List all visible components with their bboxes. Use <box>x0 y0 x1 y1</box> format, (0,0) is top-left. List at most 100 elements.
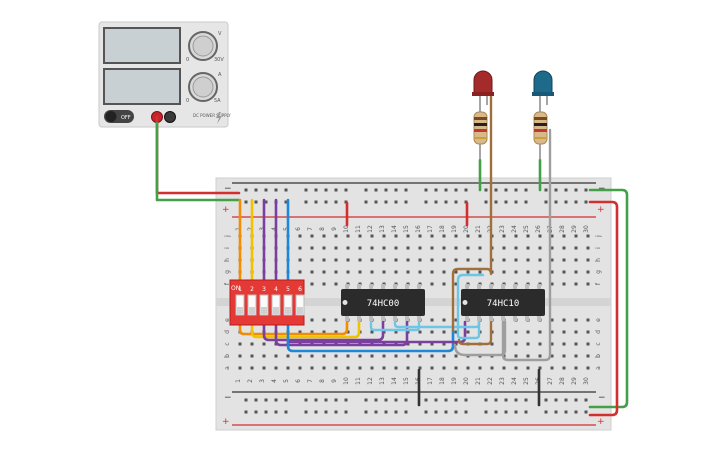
breadboard-hole[interactable] <box>454 342 458 346</box>
rail-hole[interactable] <box>514 200 518 204</box>
breadboard-hole[interactable] <box>358 270 362 274</box>
breadboard-hole[interactable] <box>298 258 302 262</box>
breadboard-hole[interactable] <box>430 270 434 274</box>
breadboard-hole[interactable] <box>442 270 446 274</box>
rail-hole[interactable] <box>244 188 248 192</box>
breadboard-hole[interactable] <box>430 354 434 358</box>
breadboard-hole[interactable] <box>238 366 242 370</box>
breadboard-hole[interactable] <box>418 258 422 262</box>
breadboard-hole[interactable] <box>322 282 326 286</box>
rail-hole[interactable] <box>264 188 268 192</box>
breadboard-hole[interactable] <box>442 330 446 334</box>
rail-hole[interactable] <box>274 398 278 402</box>
rail-hole[interactable] <box>484 188 488 192</box>
breadboard-hole[interactable] <box>442 342 446 346</box>
breadboard-hole[interactable] <box>562 318 566 322</box>
breadboard-hole[interactable] <box>394 354 398 358</box>
breadboard-hole[interactable] <box>478 366 482 370</box>
breadboard-hole[interactable] <box>586 246 590 250</box>
breadboard-hole[interactable] <box>394 330 398 334</box>
breadboard-hole[interactable] <box>430 258 434 262</box>
breadboard-hole[interactable] <box>574 258 578 262</box>
breadboard-hole[interactable] <box>454 234 458 238</box>
rail-hole[interactable] <box>544 410 548 414</box>
breadboard-hole[interactable] <box>346 270 350 274</box>
breadboard-hole[interactable] <box>298 234 302 238</box>
rail-hole[interactable] <box>584 188 588 192</box>
breadboard-hole[interactable] <box>382 354 386 358</box>
breadboard-hole[interactable] <box>298 330 302 334</box>
breadboard-hole[interactable] <box>310 258 314 262</box>
rail-hole[interactable] <box>544 188 548 192</box>
breadboard-hole[interactable] <box>466 330 470 334</box>
rail-hole[interactable] <box>574 200 578 204</box>
wire-gray-return[interactable] <box>453 320 507 357</box>
breadboard-hole[interactable] <box>334 258 338 262</box>
rail-hole[interactable] <box>424 188 428 192</box>
breadboard-hole[interactable] <box>562 270 566 274</box>
breadboard-hole[interactable] <box>538 366 542 370</box>
breadboard-hole[interactable] <box>310 330 314 334</box>
rail-hole[interactable] <box>524 410 528 414</box>
breadboard-hole[interactable] <box>250 354 254 358</box>
rail-hole[interactable] <box>434 410 438 414</box>
rail-hole[interactable] <box>254 200 258 204</box>
rail-hole[interactable] <box>484 200 488 204</box>
rail-hole[interactable] <box>254 398 258 402</box>
rail-hole[interactable] <box>254 188 258 192</box>
rail-hole[interactable] <box>394 398 398 402</box>
breadboard-hole[interactable] <box>406 234 410 238</box>
breadboard-hole[interactable] <box>382 234 386 238</box>
wire-rail-positive-jumper[interactable] <box>588 200 619 417</box>
rail-hole[interactable] <box>304 398 308 402</box>
wire-to-red-led[interactable] <box>451 93 493 332</box>
rail-hole[interactable] <box>284 410 288 414</box>
breadboard-hole[interactable] <box>478 234 482 238</box>
breadboard-hole[interactable] <box>550 366 554 370</box>
rail-hole[interactable] <box>284 398 288 402</box>
breadboard-hole[interactable] <box>298 270 302 274</box>
rail-hole[interactable] <box>464 410 468 414</box>
breadboard-hole[interactable] <box>370 366 374 370</box>
rail-hole[interactable] <box>364 200 368 204</box>
breadboard-hole[interactable] <box>406 246 410 250</box>
rail-hole[interactable] <box>384 410 388 414</box>
breadboard-hole[interactable] <box>298 246 302 250</box>
breadboard-hole[interactable] <box>322 366 326 370</box>
negative-terminal[interactable] <box>164 111 176 123</box>
rail-hole[interactable] <box>564 398 568 402</box>
breadboard-hole[interactable] <box>550 330 554 334</box>
breadboard-hole[interactable] <box>574 354 578 358</box>
breadboard-hole[interactable] <box>574 330 578 334</box>
breadboard-hole[interactable] <box>418 270 422 274</box>
wire-switch-2-out[interactable] <box>250 320 361 339</box>
breadboard-hole[interactable] <box>418 366 422 370</box>
rail-hole[interactable] <box>394 200 398 204</box>
breadboard-hole[interactable] <box>298 366 302 370</box>
breadboard-hole[interactable] <box>454 270 458 274</box>
rail-hole[interactable] <box>324 398 328 402</box>
rail-hole[interactable] <box>274 188 278 192</box>
rail-hole[interactable] <box>394 410 398 414</box>
breadboard-hole[interactable] <box>478 258 482 262</box>
breadboard-hole[interactable] <box>430 330 434 334</box>
breadboard-hole[interactable] <box>334 318 338 322</box>
breadboard-hole[interactable] <box>418 330 422 334</box>
rail-hole[interactable] <box>444 200 448 204</box>
breadboard-hole[interactable] <box>562 354 566 358</box>
breadboard-hole[interactable] <box>406 270 410 274</box>
breadboard-hole[interactable] <box>262 354 266 358</box>
rail-hole[interactable] <box>554 410 558 414</box>
breadboard-hole[interactable] <box>358 234 362 238</box>
breadboard-hole[interactable] <box>538 354 542 358</box>
breadboard-hole[interactable] <box>466 258 470 262</box>
breadboard-hole[interactable] <box>346 258 350 262</box>
dip-switch-toggle[interactable] <box>283 294 293 316</box>
rail-hole[interactable] <box>244 410 248 414</box>
rail-hole[interactable] <box>494 188 498 192</box>
rail-hole[interactable] <box>404 200 408 204</box>
breadboard-hole[interactable] <box>550 342 554 346</box>
breadboard-hole[interactable] <box>574 270 578 274</box>
breadboard-hole[interactable] <box>250 342 254 346</box>
